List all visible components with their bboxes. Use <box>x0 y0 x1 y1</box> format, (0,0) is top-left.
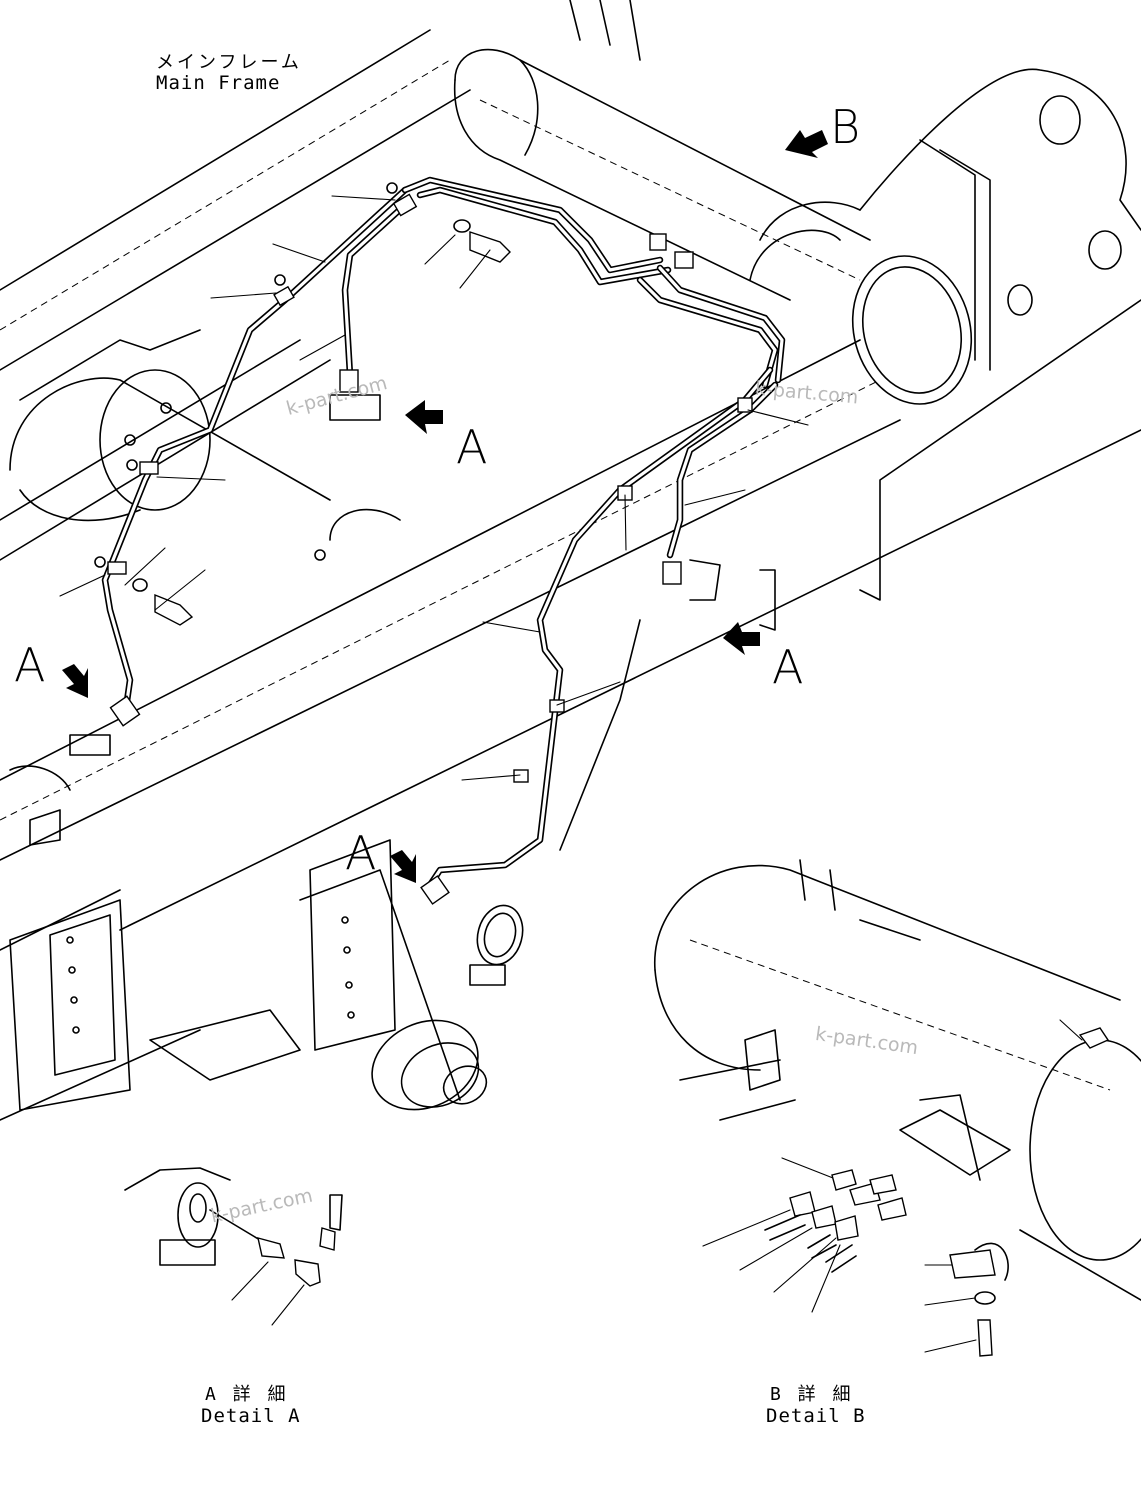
grease-tube-right <box>426 366 779 889</box>
tube-clamps <box>94 182 753 783</box>
main-frame-girder-left <box>0 29 471 561</box>
lower-frame-plates <box>0 765 396 1121</box>
view-marker-a-center: A <box>456 420 488 474</box>
callout-leaders <box>59 195 809 781</box>
boom-arm <box>0 339 1141 1101</box>
view-arrow-b <box>785 130 828 158</box>
bolt-and-washer-left <box>132 578 194 626</box>
cross-tube-upper <box>453 0 871 301</box>
view-marker-a-left: A <box>14 638 46 692</box>
grease-tube-left <box>101 186 409 719</box>
grease-fittings <box>69 233 776 986</box>
detail-a-label-en: Detail A <box>201 1405 301 1427</box>
cylinder-left <box>9 369 401 561</box>
main-frame-label-en: Main Frame <box>156 72 281 94</box>
view-arrow-a-right <box>723 622 760 655</box>
view-arrow-a-lower <box>390 850 416 883</box>
detail-a-inset <box>124 1167 343 1326</box>
pivot-boss <box>371 904 524 1111</box>
detail-b-inset <box>654 859 1141 1357</box>
grease-tube-upper-run <box>401 176 786 389</box>
view-marker-b: B <box>830 100 861 154</box>
view-marker-a-lower: A <box>345 826 377 880</box>
view-arrow-a-left <box>62 664 88 698</box>
detail-a-label-jp: A 詳 細 <box>205 1384 289 1405</box>
bolt-and-washer-upper <box>453 219 511 263</box>
main-frame-label-jp: メインフレーム <box>156 52 302 73</box>
view-arrow-a-center <box>405 400 443 434</box>
view-marker-a-right: A <box>772 640 804 694</box>
main-frame-right-bracket <box>749 68 1141 601</box>
detail-b-label-jp: B 詳 細 <box>770 1384 854 1405</box>
detail-b-label-en: Detail B <box>766 1405 866 1427</box>
